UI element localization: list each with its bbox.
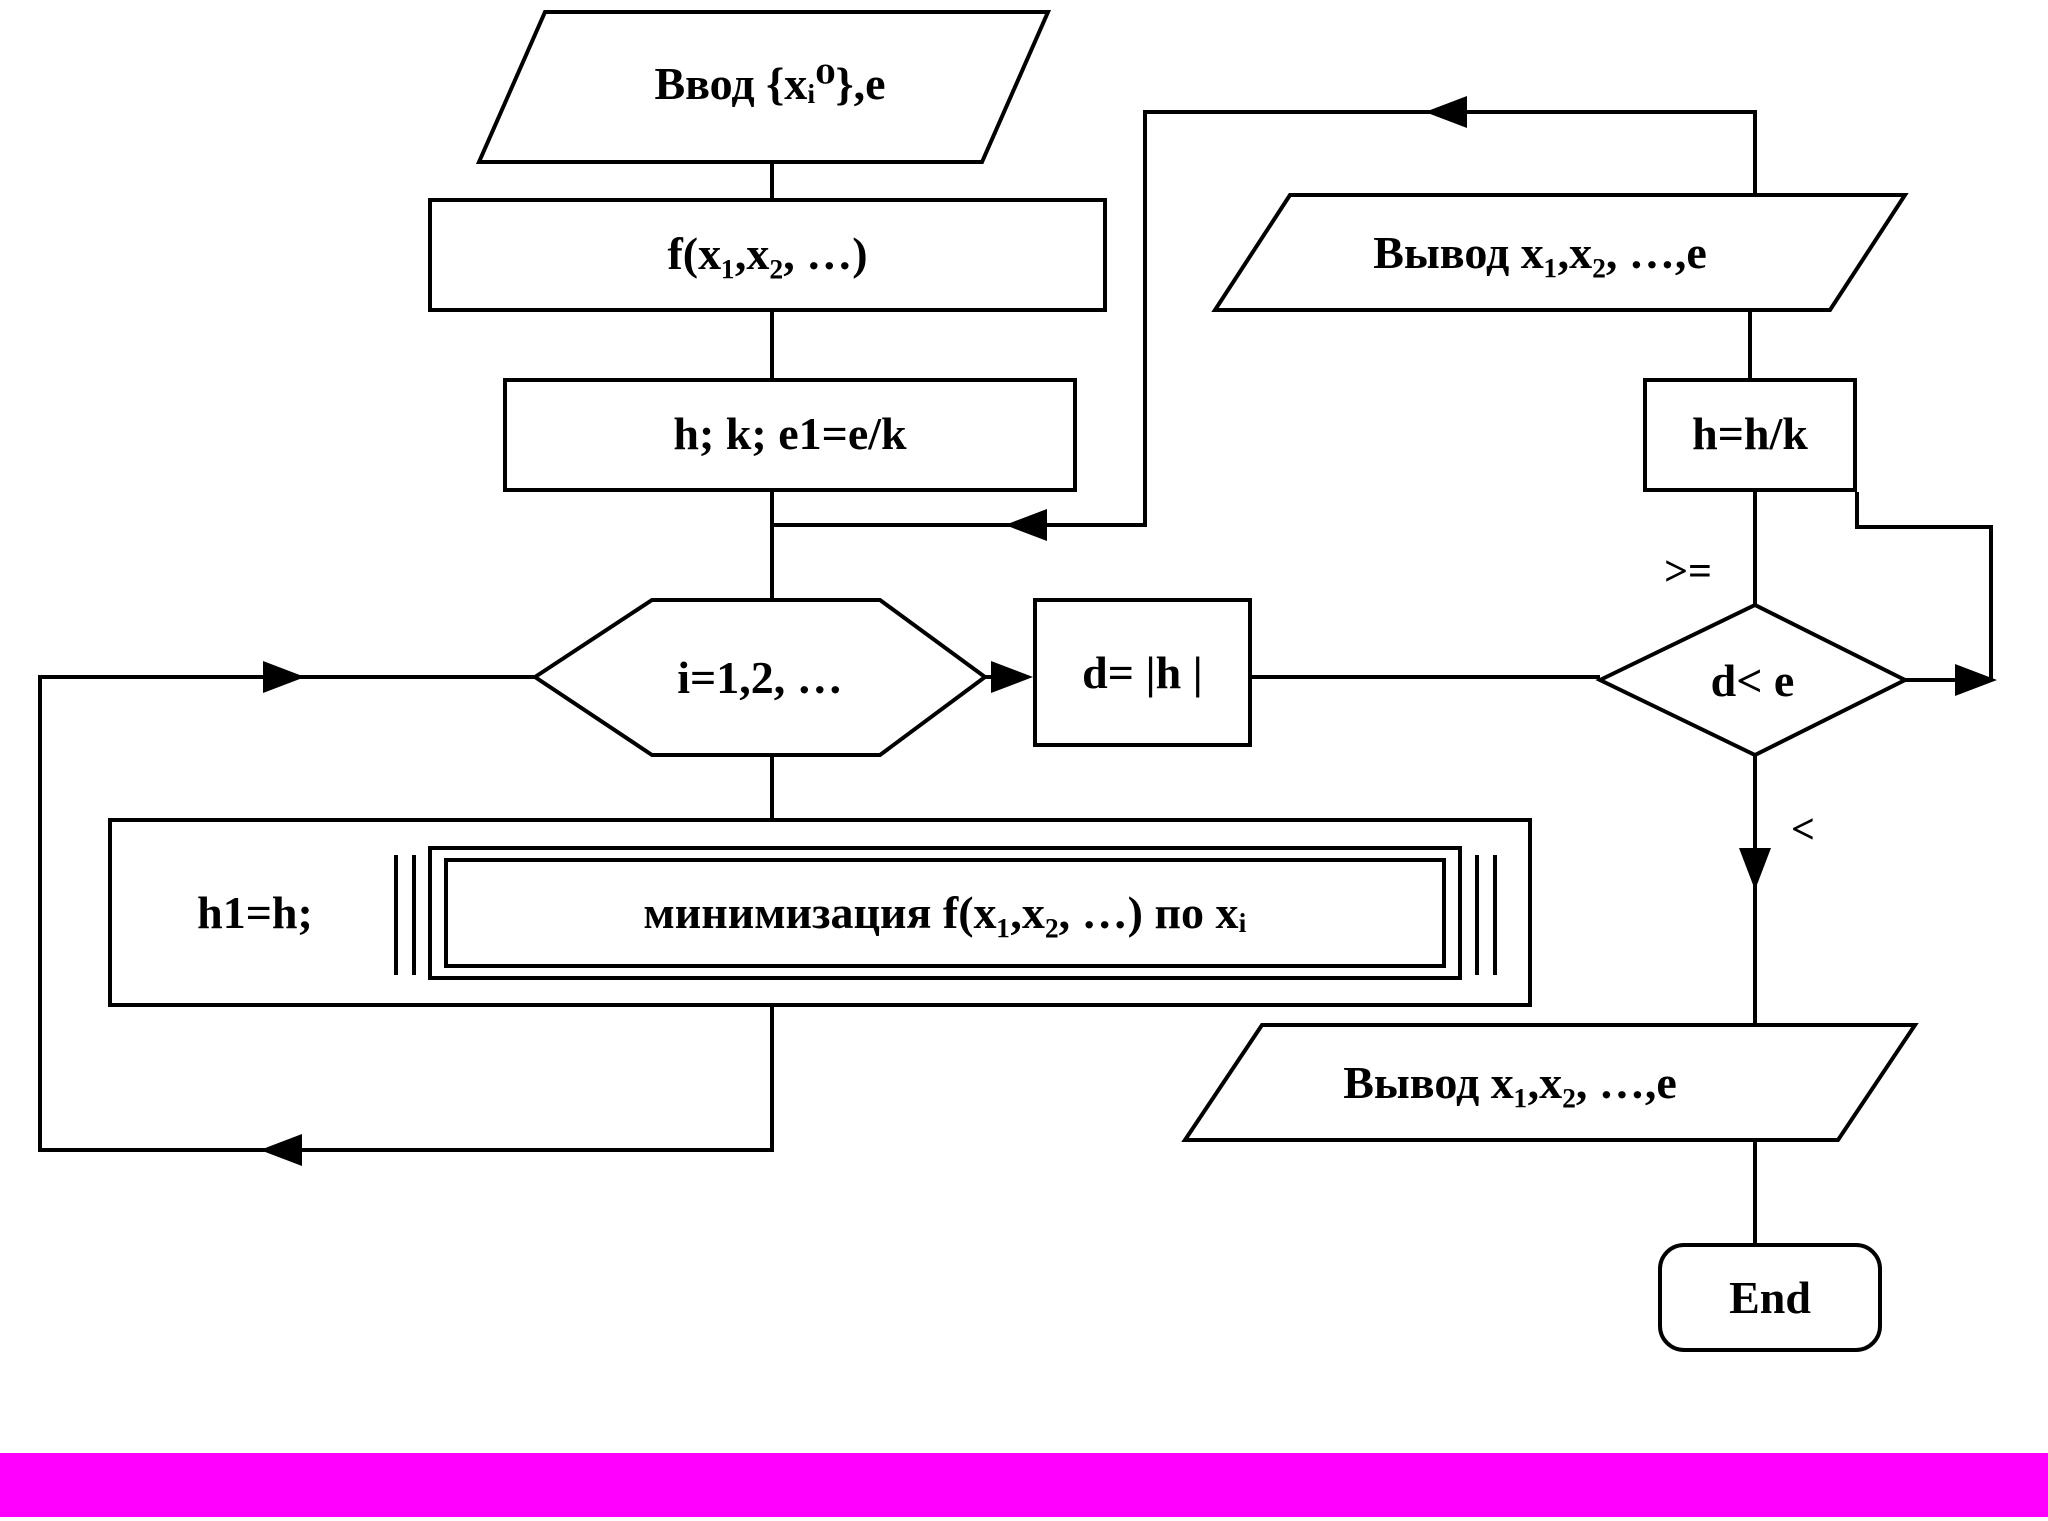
init-params-rect [503, 378, 1077, 492]
branch-lt-label: < [1791, 807, 1815, 853]
loop-hexagon [531, 598, 989, 757]
input-parallelogram [475, 10, 1052, 164]
output-top-parallelogram [1211, 193, 1909, 312]
compute-d-label: d= |h | [1082, 647, 1203, 698]
edge-decision-right-hook [1855, 492, 1993, 680]
output-bottom-parallelogram [1181, 1023, 1919, 1142]
minimize-subroutine-label: минимизация f(x₁,x₂, …) по xᵢ [643, 887, 1247, 938]
bottom-bar [0, 1453, 2048, 1517]
output-top-label: Вывод x₁,x₂, …,e [1373, 227, 1707, 278]
end-rounded-rect [1658, 1243, 1882, 1352]
output-bottom-label: Вывод x₁,x₂, …,e [1343, 1057, 1677, 1108]
edge-process-loopback [38, 675, 774, 1152]
branch-ge-label: >= [1664, 549, 1712, 595]
arrowhead-loopback-left [260, 1134, 302, 1166]
decision-label: d< e [1710, 655, 1795, 706]
minimize-subroutine-inner-rect [444, 858, 1446, 968]
arrowhead-loopback-right [263, 661, 305, 693]
shapes [108, 10, 1919, 1352]
arrowhead-return-join-left [1005, 509, 1047, 541]
define-function-rect [428, 198, 1107, 312]
init-params-label: h; k; e1=e/k [673, 408, 907, 459]
arrowheads [260, 96, 1997, 1166]
loop-header-label: i=1,2, … [677, 652, 843, 703]
arrowhead-return-top-left [1425, 96, 1467, 128]
step-reduce-rect [1643, 378, 1857, 492]
compute-d-rect [1033, 598, 1252, 747]
input-top-label: Ввод {xᵢ⁰},e [654, 58, 886, 109]
end-label: End [1729, 1272, 1811, 1323]
step-reduce-label: h=h/k [1692, 408, 1808, 459]
decision-diamond [1595, 602, 1910, 758]
arrowhead-into-compute-right [991, 661, 1033, 693]
arrowhead-decision-down [1739, 848, 1771, 890]
inner-assign-label: h1=h; [197, 887, 313, 938]
define-function-label: f(x₁,x₂, …) [667, 228, 868, 279]
arrowhead-decision-right [1955, 664, 1997, 696]
